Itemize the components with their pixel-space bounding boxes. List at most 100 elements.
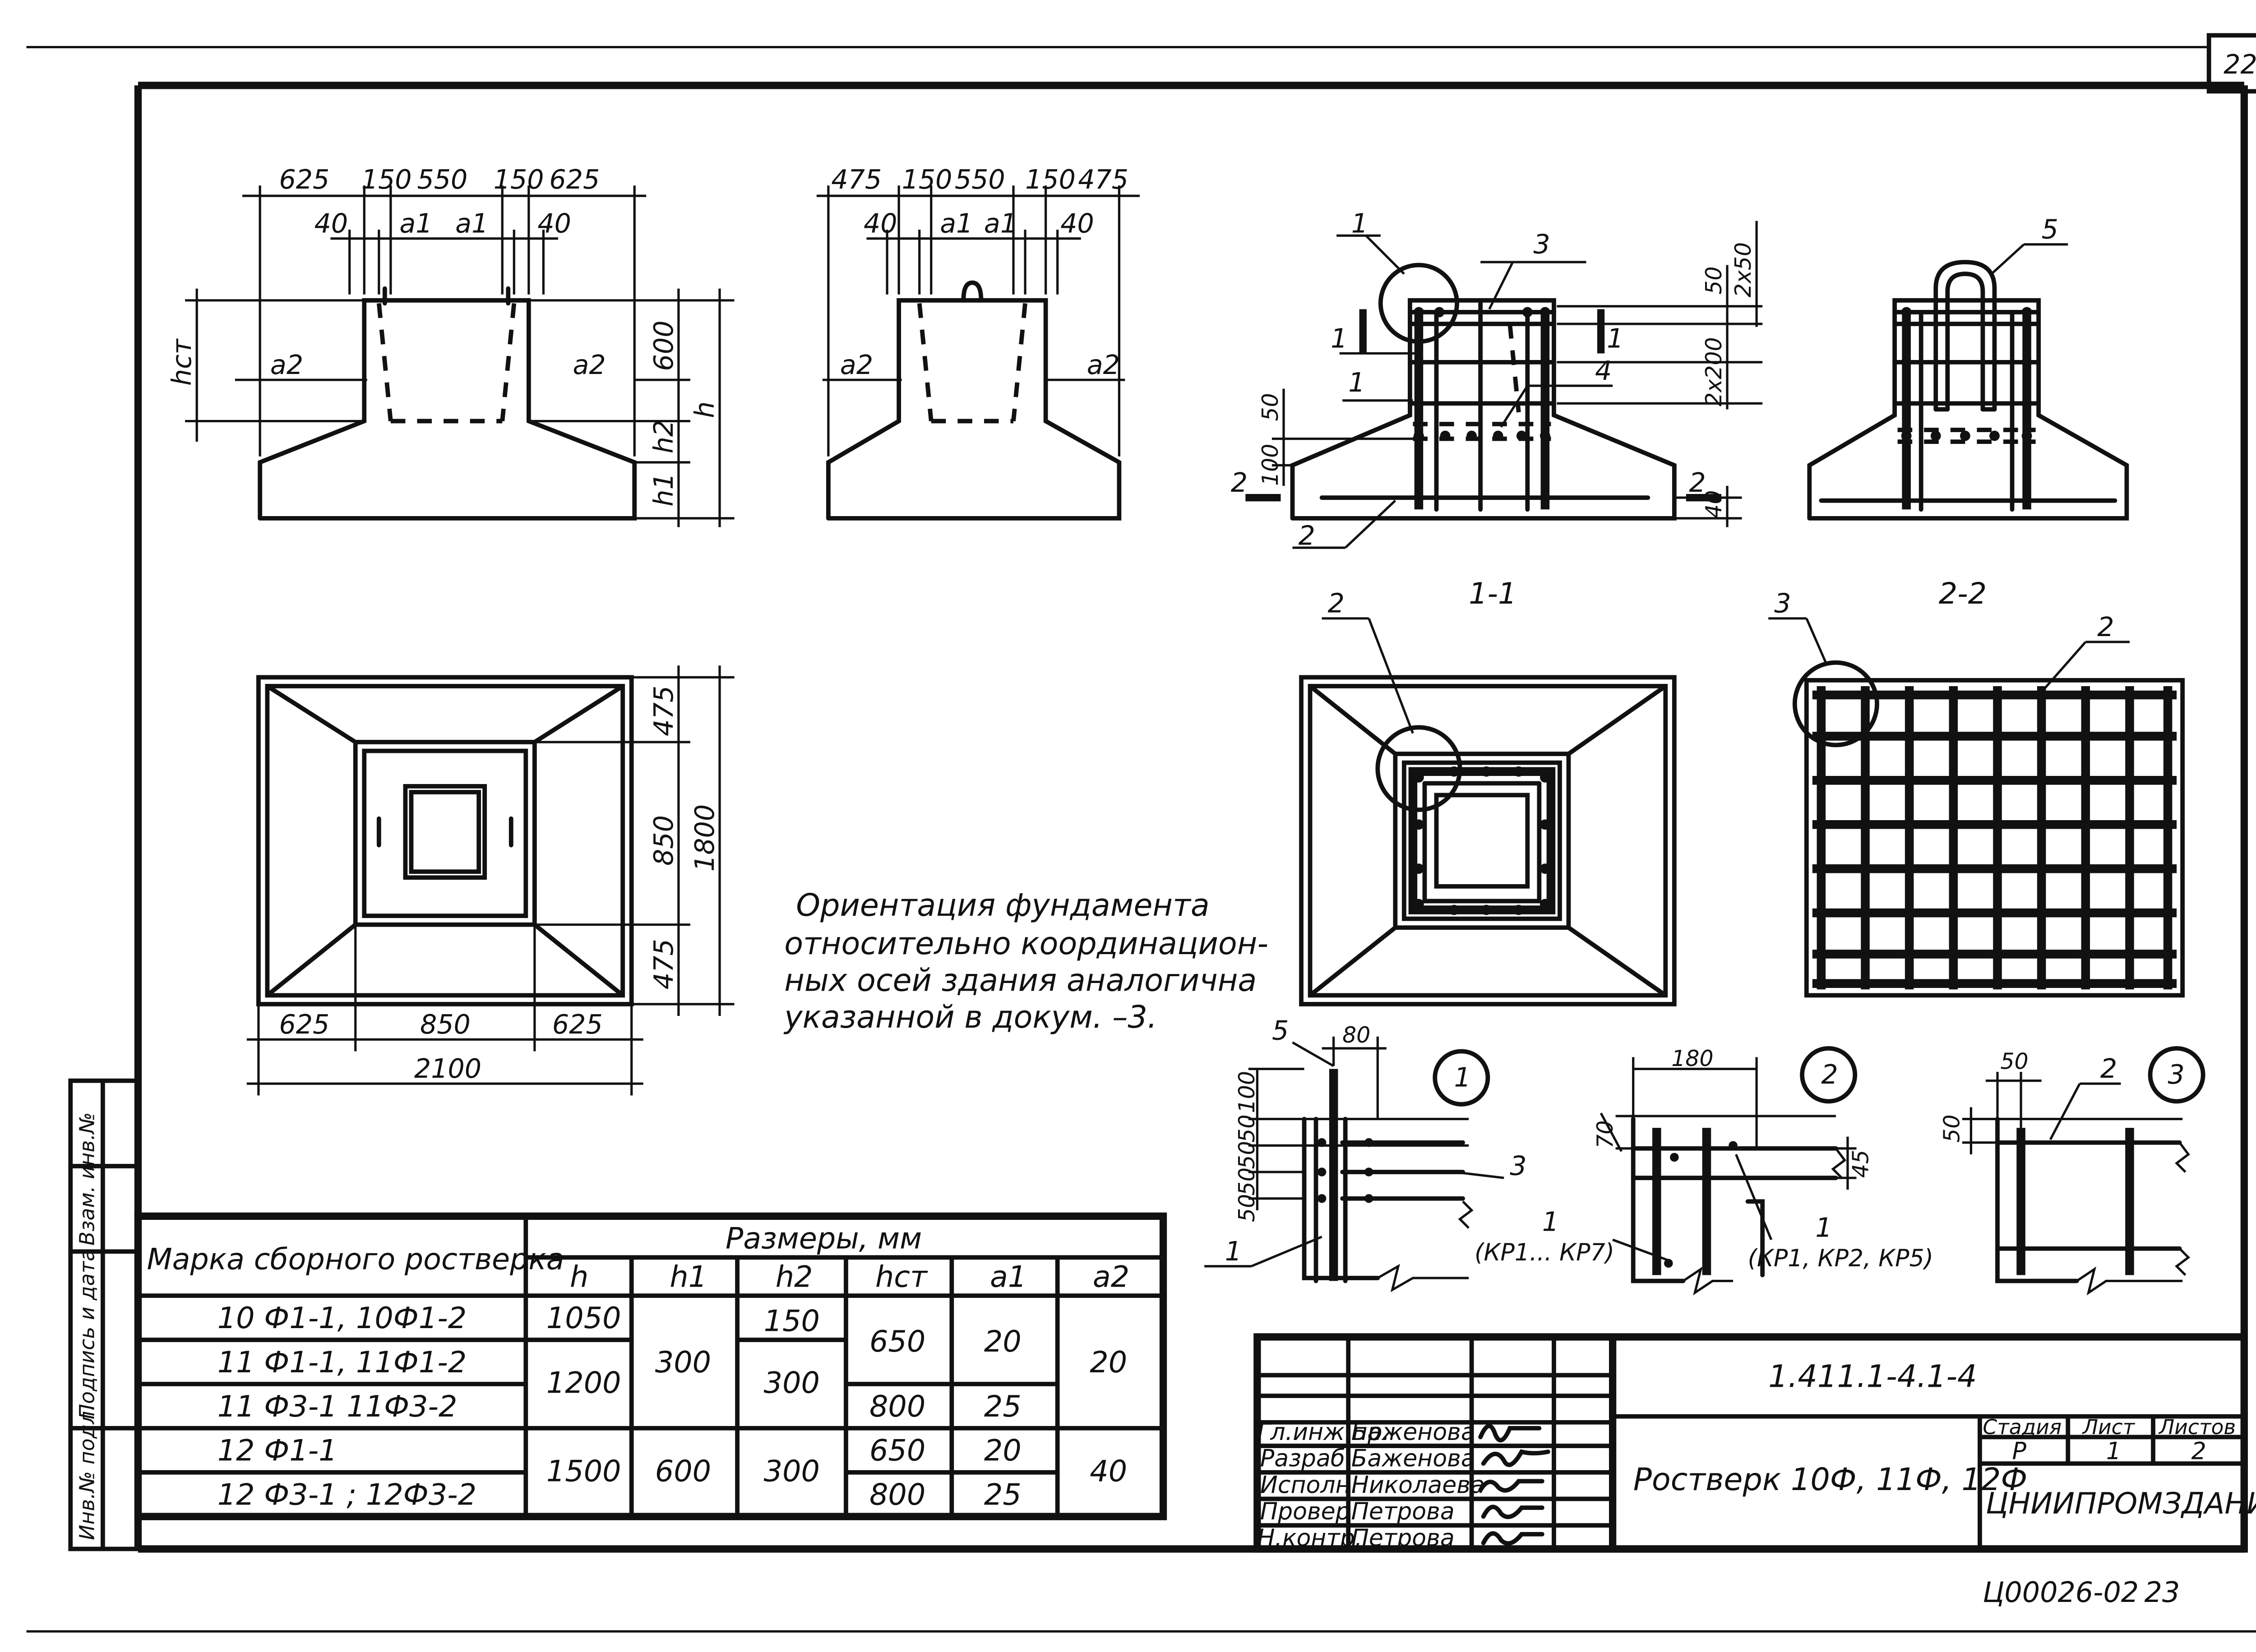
- dim-left-625a: 625: [279, 164, 329, 195]
- sec-callout-1: 1: [1351, 208, 1368, 239]
- table-hst-800a: 800: [869, 1389, 925, 1424]
- detail-3-dim-50-top: 50: [2000, 1048, 2028, 1074]
- dim-left-a1b: a1: [455, 208, 488, 239]
- dim-left-hst: hст: [166, 338, 197, 386]
- table-header-sizes: Размеры, мм: [726, 1222, 922, 1256]
- table-col-a2: a2: [1093, 1260, 1129, 1294]
- tb-sheets-label: Листов: [2158, 1415, 2236, 1439]
- detail-2-number: 2: [1821, 1059, 1838, 1090]
- plan-dim-1800: 1800: [689, 804, 720, 872]
- detail-1-dim-50c: 50: [1234, 1167, 1260, 1195]
- detail-3-number: 3: [2168, 1059, 2185, 1090]
- tb-organization: ЦНИИПРОМЗДАНИЙ: [1986, 1486, 2256, 1521]
- plan-dim-625a: 625: [279, 1009, 329, 1040]
- detail-3-callout-2: 2: [2100, 1053, 2117, 1084]
- detail-1-dim-80: 80: [1342, 1022, 1370, 1048]
- plan-dim-850v: 850: [648, 815, 679, 866]
- dim-mid-a2-right: a2: [1087, 350, 1120, 380]
- plan-dim-850h: 850: [420, 1009, 471, 1040]
- dim-mid-475a: 475: [831, 164, 882, 195]
- table-a2-40: 40: [1090, 1454, 1127, 1488]
- dim-left-h2: h2: [648, 420, 679, 454]
- dim-left-a2-right: a2: [573, 350, 606, 380]
- elevation-middle: [816, 185, 1140, 521]
- sec-callout-3: 3: [1533, 229, 1550, 259]
- section-2-2-title: 2-2: [1939, 577, 1987, 611]
- plan-view: [246, 665, 735, 1096]
- detail-1-dim-50b: 50: [1234, 1141, 1260, 1169]
- plan-dim-475b: 475: [648, 939, 679, 989]
- detail-2-label-b-num: 1: [1815, 1213, 1832, 1243]
- title-block: [1253, 1333, 2248, 1553]
- sec-cut-1b: 1: [1607, 323, 1623, 354]
- table-col-h1: h1: [670, 1260, 707, 1294]
- sec-dim-2x200: 2x200: [1701, 337, 1727, 406]
- dim-mid-40b: 40: [1060, 208, 1094, 239]
- detail-3-dim-50-side: 50: [1939, 1114, 1965, 1142]
- dim-left-600: 600: [648, 320, 679, 371]
- side-stamp-inv: Инв.№ подл.: [75, 1404, 99, 1540]
- dimensions-table: [134, 1212, 1167, 1520]
- detail-1-dim-50d: 50: [1234, 1194, 1260, 1222]
- tb-role-dev: Разраб.: [1260, 1445, 1353, 1472]
- section-2-2-callout-2: 2: [2097, 612, 2114, 642]
- table-mark-row-1: 10 Ф1-1, 10Ф1-2: [217, 1301, 467, 1335]
- table-header-mark: Марка сборного ростверка: [147, 1242, 564, 1276]
- note-line-2: относительно координацион-: [784, 926, 1268, 962]
- table-col-h: h: [570, 1260, 588, 1294]
- tb-doc-code: 1.411.1-4.1-4: [1768, 1358, 1977, 1394]
- detail-2-dim-70: 70: [1592, 1120, 1618, 1148]
- detail-2-label-a-text: (КР1... КР7): [1475, 1239, 1614, 1266]
- section-1-1-callout: 2: [1328, 588, 1345, 619]
- tb-doc-title: Ростверк 10Ф, 11Ф, 12Ф: [1633, 1462, 2027, 1498]
- sheet-corner-number: 22: [2224, 49, 2256, 80]
- dim-left-625b: 625: [549, 164, 600, 195]
- loop-callout-5: 5: [2042, 214, 2058, 245]
- table-h-1050: 1050: [546, 1301, 621, 1335]
- detail-1-dim-50a: 50: [1234, 1114, 1260, 1142]
- table-h2-300a: 300: [764, 1366, 820, 1400]
- table-h2-150: 150: [764, 1304, 820, 1338]
- detail-2-label-b-text: (КР1, КР2, КР5): [1748, 1245, 1933, 1272]
- table-col-h2: h2: [776, 1260, 813, 1294]
- elevation-left: [185, 185, 735, 527]
- detail-1-dim-100: 100: [1234, 1071, 1260, 1113]
- dim-mid-475b: 475: [1078, 164, 1128, 195]
- detail-1-callout-3: 3: [1510, 1150, 1526, 1181]
- table-mark-row-5: 12 Ф3-1 ; 12Ф3-2: [217, 1478, 476, 1512]
- detail-1-number: 1: [1454, 1062, 1471, 1093]
- note-line-3: ных осей здания аналогична: [784, 962, 1257, 998]
- section-lifting-loop: [1807, 243, 2129, 521]
- detail-2-label-a-num: 1: [1542, 1206, 1559, 1237]
- tb-name-check: Петрова: [1351, 1498, 1455, 1525]
- dim-mid-a2-left: a2: [840, 350, 873, 380]
- detail-3: [1962, 1046, 2205, 1296]
- dim-left-h1: h1: [648, 473, 679, 507]
- detail-2-dim-45: 45: [1848, 1150, 1874, 1178]
- dim-left-a2-left: a2: [270, 350, 303, 380]
- section-1-1: [1299, 617, 1677, 1006]
- table-a1-25b: 25: [984, 1478, 1022, 1512]
- dim-mid-a1b: a1: [984, 208, 1017, 239]
- table-hst-650b: 650: [869, 1434, 925, 1468]
- tb-sheet-value: 1: [2106, 1438, 2121, 1465]
- side-stamp-sign: Подпись и дата: [75, 1249, 99, 1419]
- table-a1-25a: 25: [984, 1389, 1022, 1424]
- detail-2-dim-180: 180: [1671, 1046, 1713, 1071]
- tb-name-chief: Баженова: [1351, 1419, 1475, 1446]
- section-2-2-callout-3: 3: [1774, 588, 1791, 619]
- tb-stage-value: Р: [2012, 1438, 2027, 1465]
- sec-dim-left-50: 50: [1257, 393, 1283, 421]
- tb-name-exec: Николаева: [1351, 1472, 1485, 1499]
- dim-mid-a1a: a1: [940, 208, 973, 239]
- table-a1-20a: 20: [984, 1324, 1022, 1359]
- table-mark-row-4: 12 Ф1-1: [217, 1434, 337, 1468]
- dim-left-h: h: [689, 401, 720, 418]
- detail-1-callout-5: 5: [1272, 1015, 1289, 1046]
- sec-dim-50: 50: [1701, 266, 1727, 294]
- table-h-1500: 1500: [546, 1454, 621, 1488]
- bottom-code: Ц00026-02: [1983, 1576, 2139, 1609]
- sec-callout-2: 2: [1299, 521, 1315, 551]
- sec-cut-2a: 2: [1231, 467, 1248, 498]
